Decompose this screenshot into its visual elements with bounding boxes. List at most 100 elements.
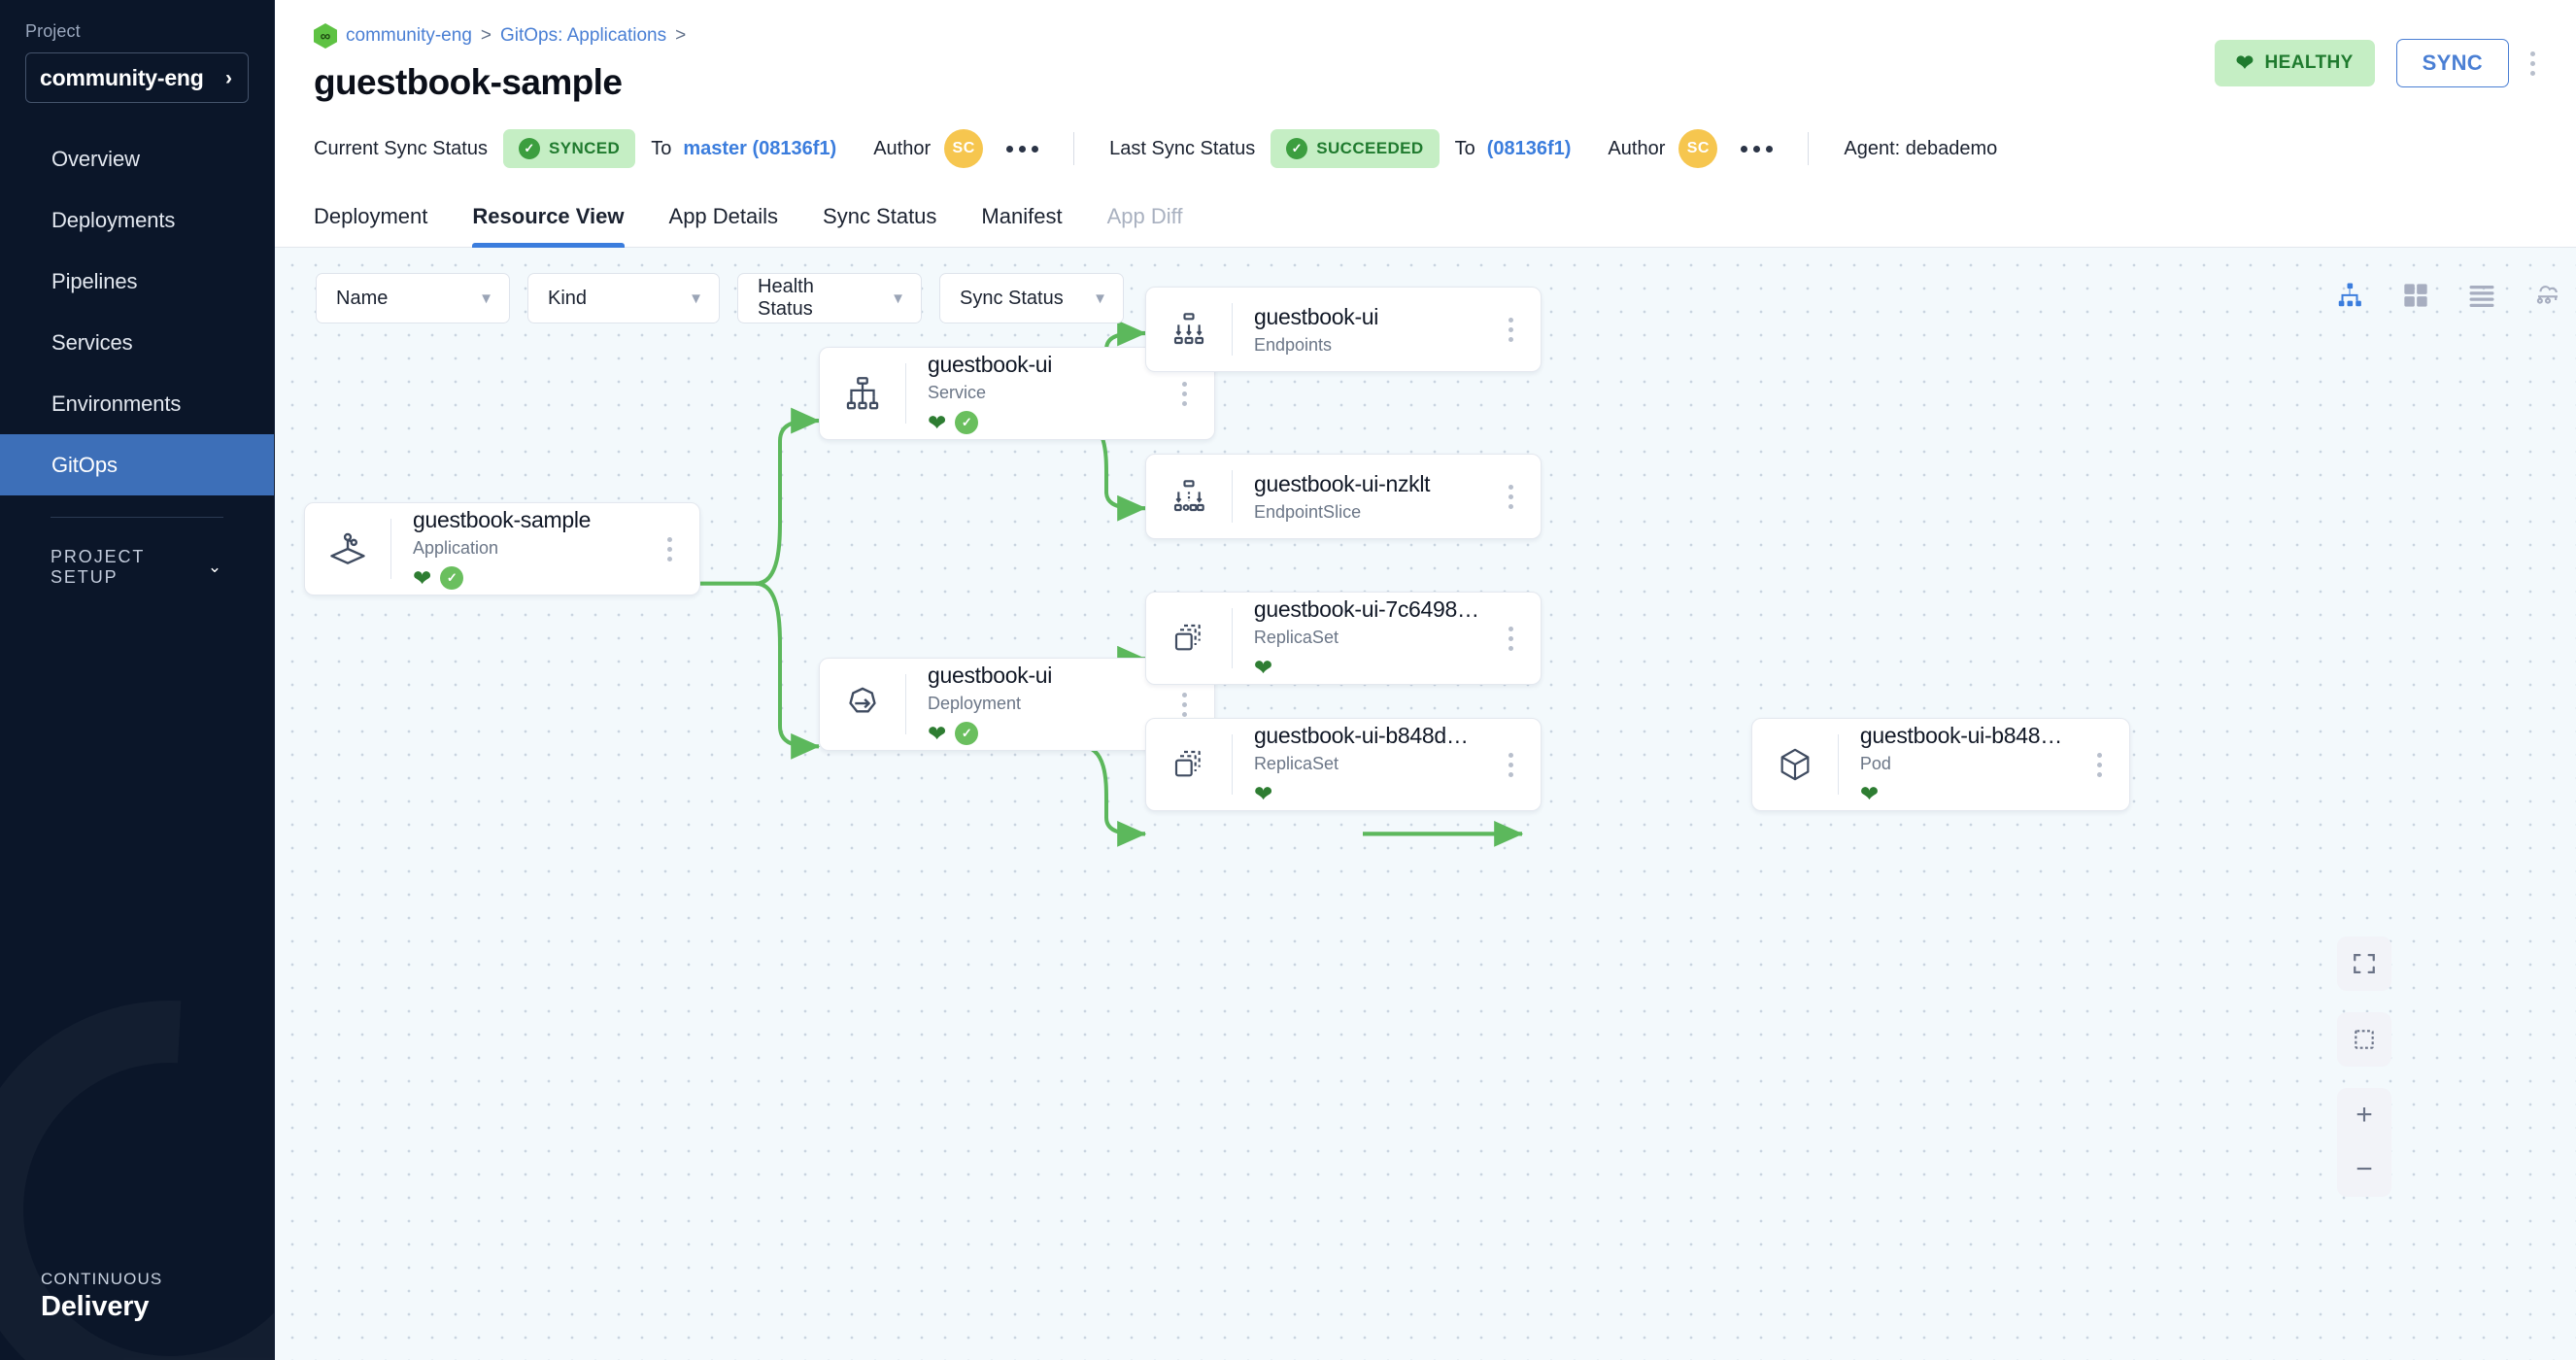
graph-node-application[interactable]: guestbook-sample Application ❤ ✓ xyxy=(304,502,700,595)
node-more-menu-icon[interactable] xyxy=(1480,318,1541,342)
graph-node-pod[interactable]: guestbook-ui-b848d5d9... Pod ❤ xyxy=(1751,718,2130,811)
node-body: guestbook-ui Endpoints xyxy=(1233,304,1480,356)
node-kind: Application xyxy=(413,538,639,559)
current-to-label: To xyxy=(651,138,671,160)
chevron-down-icon: ▼ xyxy=(479,290,493,307)
chevron-down-icon: ⌄ xyxy=(208,558,223,577)
sidebar-item-deployments[interactable]: Deployments xyxy=(0,189,274,251)
check-circle-icon: ✓ xyxy=(955,411,978,434)
sidebar-item-pipelines[interactable]: Pipelines xyxy=(0,251,274,312)
current-author-label: Author xyxy=(873,138,931,160)
tab-manifest[interactable]: Manifest xyxy=(981,188,1062,247)
node-badges: ❤ xyxy=(1860,781,2069,806)
node-badges: ❤ xyxy=(1254,655,1480,680)
header-actions: ❤ HEALTHY SYNC xyxy=(2215,39,2535,87)
node-title: guestbook-ui-b848d5d9d xyxy=(1254,723,1480,749)
sidebar-item-overview[interactable]: Overview xyxy=(0,128,274,189)
endpointslice-icon xyxy=(1146,477,1232,516)
graph-node-endpoints[interactable]: guestbook-ui Endpoints xyxy=(1145,287,1542,372)
pod-icon xyxy=(1752,745,1838,784)
breadcrumb-item-project[interactable]: community-eng xyxy=(346,25,472,47)
graph-node-replicaset-1[interactable]: guestbook-ui-7c64987dc9 ReplicaSet ❤ xyxy=(1145,592,1542,685)
graph-node-endpointslice[interactable]: guestbook-ui-nzklt EndpointSlice xyxy=(1145,454,1542,539)
check-circle-icon: ✓ xyxy=(440,566,463,590)
filter-name[interactable]: Name ▼ xyxy=(316,273,510,323)
tree-view-icon[interactable] xyxy=(2333,279,2366,312)
endpoints-icon xyxy=(1146,310,1232,349)
brand-line-1: CONTINUOUS xyxy=(41,1270,162,1289)
breadcrumb-separator-icon: > xyxy=(675,25,686,47)
node-body: guestbook-ui-7c64987dc9 ReplicaSet ❤ xyxy=(1233,596,1480,680)
sidebar-item-gitops[interactable]: GitOps xyxy=(0,434,274,495)
tab-app-diff: App Diff xyxy=(1107,188,1183,247)
node-body: guestbook-ui-nzklt EndpointSlice xyxy=(1233,471,1480,523)
node-kind: Service xyxy=(928,383,1154,403)
status-divider xyxy=(1073,132,1074,165)
avatar: SC xyxy=(944,129,983,168)
breadcrumb-item-applications[interactable]: GitOps: Applications xyxy=(500,25,666,47)
node-more-menu-icon[interactable] xyxy=(1480,627,1541,651)
filter-label: Health Status xyxy=(758,276,865,321)
node-body: guestbook-ui Deployment ❤ ✓ xyxy=(906,663,1154,746)
check-circle-icon: ✓ xyxy=(519,138,540,159)
current-sync-more-icon[interactable] xyxy=(1006,146,1038,153)
status-divider xyxy=(1808,132,1809,165)
header-more-menu-icon[interactable] xyxy=(2530,51,2535,76)
filter-label: Sync Status xyxy=(960,288,1064,310)
zoom-in-button[interactable]: + xyxy=(2337,1088,2391,1142)
last-revision-link[interactable]: (08136f1) xyxy=(1487,138,1572,160)
sidebar: Project community-eng › Overview Deploym… xyxy=(0,0,275,1360)
health-status-badge[interactable]: ❤ HEALTHY xyxy=(2215,40,2375,86)
node-kind: Endpoints xyxy=(1254,335,1480,356)
project-selector[interactable]: community-eng › xyxy=(25,52,249,103)
list-view-icon[interactable] xyxy=(2465,279,2498,312)
heart-icon: ❤ xyxy=(413,567,431,590)
filter-health-status[interactable]: Health Status ▼ xyxy=(737,273,922,323)
node-kind: Deployment xyxy=(928,694,1154,714)
zoom-out-button[interactable]: − xyxy=(2337,1142,2391,1197)
node-badges: ❤ ✓ xyxy=(413,565,639,591)
node-more-menu-icon[interactable] xyxy=(1154,382,1214,406)
graph-node-replicaset-2[interactable]: guestbook-ui-b848d5d9d ReplicaSet ❤ xyxy=(1145,718,1542,811)
project-setup-toggle[interactable]: PROJECT SETUP ⌄ xyxy=(0,518,274,588)
sidebar-item-label: GitOps xyxy=(51,453,118,478)
node-more-menu-icon[interactable] xyxy=(1480,753,1541,777)
node-title: guestbook-ui-b848d5d9... xyxy=(1860,723,2069,749)
node-more-menu-icon[interactable] xyxy=(2069,753,2129,777)
node-body: guestbook-ui-b848d5d9d ReplicaSet ❤ xyxy=(1233,723,1480,806)
current-revision-link[interactable]: master (08136f1) xyxy=(683,138,836,160)
heart-icon: ❤ xyxy=(1860,783,1879,805)
zoom-stepper: + − xyxy=(2337,1088,2391,1197)
chevron-down-icon: ▼ xyxy=(1093,290,1107,307)
node-more-menu-icon[interactable] xyxy=(1154,693,1214,717)
current-sync-status-badge[interactable]: ✓ SYNCED xyxy=(503,129,635,168)
sidebar-item-services[interactable]: Services xyxy=(0,312,274,373)
filter-label: Name xyxy=(336,288,388,310)
tab-resource-view[interactable]: Resource View xyxy=(472,188,624,247)
fit-screen-icon[interactable] xyxy=(2337,936,2391,991)
node-more-menu-icon[interactable] xyxy=(639,537,699,561)
canvas-zoom-controls: + − xyxy=(2337,936,2391,1197)
sync-button[interactable]: SYNC xyxy=(2396,39,2509,87)
resource-graph-canvas[interactable]: Name ▼ Kind ▼ Health Status ▼ Sync Statu… xyxy=(275,248,2576,1360)
node-badges: ❤ ✓ xyxy=(928,410,1154,435)
grid-view-icon[interactable] xyxy=(2399,279,2432,312)
last-sync-status-badge[interactable]: ✓ SUCCEEDED xyxy=(1271,129,1439,168)
filter-kind[interactable]: Kind ▼ xyxy=(527,273,720,323)
tab-deployment[interactable]: Deployment xyxy=(314,188,427,247)
network-view-icon[interactable] xyxy=(2531,279,2564,312)
filter-sync-status[interactable]: Sync Status ▼ xyxy=(939,273,1124,323)
last-sync-status-label: Last Sync Status xyxy=(1109,138,1255,160)
application-icon xyxy=(305,527,390,570)
tab-sync-status[interactable]: Sync Status xyxy=(823,188,936,247)
sidebar-item-environments[interactable]: Environments xyxy=(0,373,274,434)
sidebar-item-label: Pipelines xyxy=(51,269,137,294)
node-kind: ReplicaSet xyxy=(1254,628,1480,648)
select-area-icon[interactable] xyxy=(2337,1012,2391,1067)
heart-icon: ❤ xyxy=(2236,52,2254,74)
check-circle-icon: ✓ xyxy=(955,722,978,745)
node-more-menu-icon[interactable] xyxy=(1480,485,1541,509)
tab-app-details[interactable]: App Details xyxy=(669,188,779,247)
last-sync-more-icon[interactable] xyxy=(1741,146,1773,153)
brand-line-2: Delivery xyxy=(41,1291,162,1323)
